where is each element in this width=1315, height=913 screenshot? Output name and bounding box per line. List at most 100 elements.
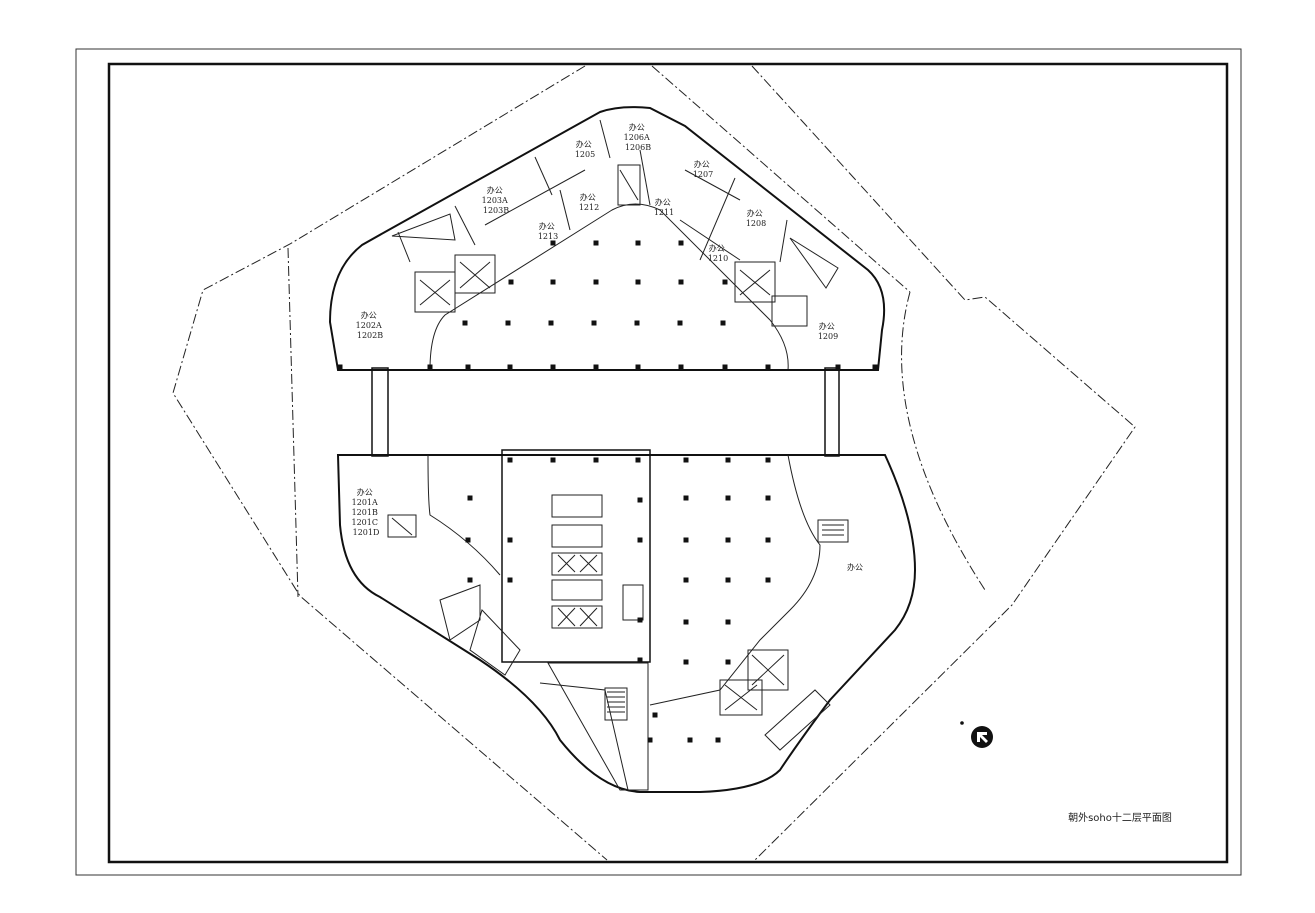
south-triangle: [547, 662, 649, 791]
column: [465, 537, 471, 543]
site-boundary-inner-north: [651, 65, 911, 293]
room-label-1213: 办公 1213: [538, 221, 558, 241]
column: [508, 279, 514, 285]
column: [634, 320, 640, 326]
room-labels: 办公 1206A 1206B 办公 1205 办公 1207 办公 1203A …: [351, 122, 863, 572]
column: [720, 320, 726, 326]
room-label-1212: 办公 1212: [579, 192, 599, 212]
column: [337, 364, 343, 370]
column: [593, 364, 599, 370]
site-boundary-east: [751, 65, 1136, 861]
structural-columns: [337, 240, 878, 743]
column: [683, 619, 689, 625]
column: [677, 320, 683, 326]
column: [765, 364, 771, 370]
room-label-1206: 办公 1206A 1206B: [624, 122, 653, 152]
north-west-wedge: [391, 213, 456, 241]
north-core-east: [734, 261, 808, 327]
column: [637, 617, 643, 623]
column: [722, 364, 728, 370]
room-label-1203: 办公 1203A 1203B: [482, 185, 511, 215]
room-label-south-east: 办公: [847, 562, 863, 572]
south-stair: [604, 687, 628, 721]
column: [683, 659, 689, 665]
sheet-border-inner: [107, 62, 1229, 864]
room-label-1211: 办公 1211: [654, 197, 674, 217]
column: [467, 577, 473, 583]
column: [593, 279, 599, 285]
column: [593, 457, 599, 463]
column: [647, 737, 653, 743]
column: [550, 364, 556, 370]
column: [725, 457, 731, 463]
room-label-1209: 办公 1209: [818, 321, 838, 341]
column: [550, 457, 556, 463]
room-label-1201: 办公 1201A 1201B 1201C 1201D: [351, 487, 380, 537]
column: [687, 737, 693, 743]
column: [593, 240, 599, 246]
site-boundary-arc: [901, 291, 986, 591]
column: [637, 497, 643, 503]
column: [550, 240, 556, 246]
column: [683, 457, 689, 463]
column: [722, 279, 728, 285]
column: [467, 495, 473, 501]
column: [725, 659, 731, 665]
column: [507, 577, 513, 583]
column: [683, 537, 689, 543]
column: [725, 619, 731, 625]
north-east-wedge: [789, 237, 839, 289]
room-label-1202: 办公 1202A 1202B: [356, 310, 385, 340]
column: [635, 240, 641, 246]
south-west-inner: [427, 454, 501, 576]
central-core-rooms: [551, 494, 644, 629]
column: [678, 364, 684, 370]
column: [835, 364, 841, 370]
column: [427, 364, 433, 370]
column: [872, 364, 878, 370]
column: [725, 577, 731, 583]
room-label-1207: 办公 1207: [693, 159, 713, 179]
column: [591, 320, 597, 326]
column: [507, 457, 513, 463]
column: [678, 240, 684, 246]
north-arrow-icon: [960, 721, 993, 748]
north-core-west: [414, 254, 496, 313]
site-boundary: [172, 65, 608, 861]
column: [678, 279, 684, 285]
column: [765, 577, 771, 583]
column: [505, 320, 511, 326]
north-atrium: [429, 203, 789, 371]
column: [765, 457, 771, 463]
site-boundary-inner-west: [287, 247, 299, 598]
room-label-1210: 办公 1210: [708, 243, 728, 263]
column: [683, 577, 689, 583]
north-tower-outline: [328, 106, 886, 371]
column: [637, 537, 643, 543]
column: [462, 320, 468, 326]
south-triangle-inner: [539, 682, 629, 791]
column: [652, 712, 658, 718]
column: [725, 537, 731, 543]
column: [635, 279, 641, 285]
column: [548, 320, 554, 326]
column: [465, 364, 471, 370]
drawing-title: 朝外soho十二层平面图: [1068, 811, 1172, 824]
column: [635, 364, 641, 370]
south-tower-outline: [336, 454, 917, 793]
column: [507, 364, 513, 370]
bridge: [338, 367, 878, 457]
column: [635, 457, 641, 463]
south-east-core: [719, 519, 849, 716]
column: [725, 495, 731, 501]
column: [715, 737, 721, 743]
central-core: [501, 449, 651, 663]
column: [765, 537, 771, 543]
room-label-1205: 办公 1205: [575, 139, 595, 159]
column: [683, 495, 689, 501]
column: [507, 537, 513, 543]
north-core-top: [617, 164, 641, 206]
south-west-core: [387, 514, 521, 676]
south-east-inner: [649, 454, 821, 706]
